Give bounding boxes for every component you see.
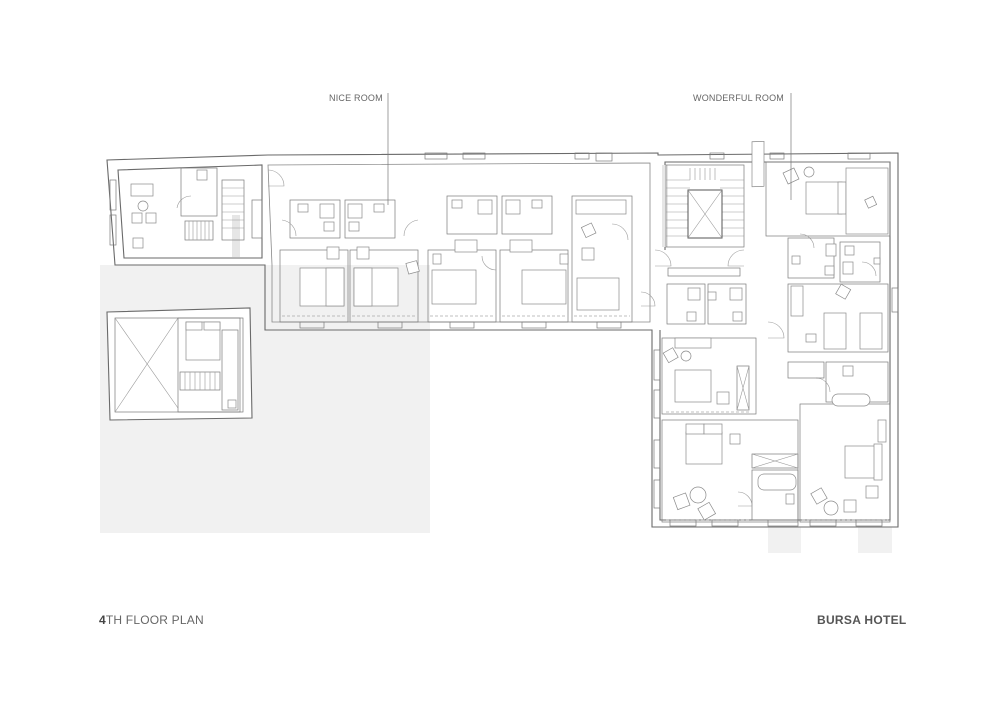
nice-room-2 [344,199,420,323]
floor-title-text: TH FLOOR PLAN [105,613,204,627]
wonderful-room [751,140,891,249]
callout-nice-room: NICE ROOM [329,93,383,103]
room-east-1 [661,337,757,415]
project-name: BURSA HOTEL [817,613,907,627]
bathroom-with-tub [815,361,889,407]
windows-top [424,152,871,162]
stair-core [654,164,745,277]
twin-room [767,283,899,353]
stairs-small [184,179,245,241]
room-5 [571,195,633,323]
room-east-2 [661,419,799,523]
room-row-top [279,195,633,323]
room-east-3 [787,361,891,523]
floor-number: 4 [99,613,106,627]
room-4 [499,195,569,323]
nice-room-1 [279,199,349,323]
callout-wonderful-room: WONDERFUL ROOM [693,93,784,103]
windows-east [653,349,883,527]
room-3 [427,195,498,323]
windows-bottom-wing [299,321,622,329]
office-suite [109,167,245,257]
wonderful-room-bathrooms [787,237,881,283]
floor-plan-title: 4TH FLOOR PLAN [99,613,204,627]
annex-block [106,307,253,421]
stair-core-bathrooms [640,283,747,325]
